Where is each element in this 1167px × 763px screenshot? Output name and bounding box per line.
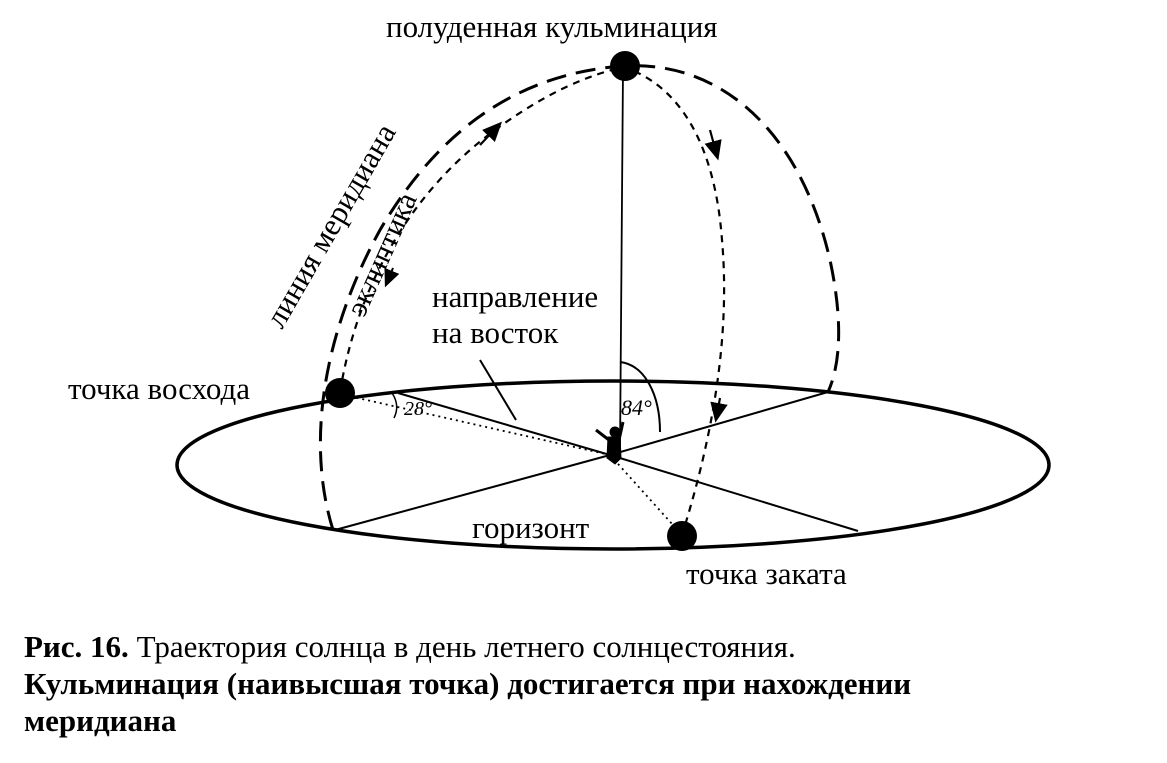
ecliptic-arrow-down-1 (704, 129, 722, 161)
culmination-label: полуденная кульминация (386, 9, 718, 44)
figure-number: Рис. 16. (24, 629, 129, 664)
altitude-angle-arc (619, 361, 661, 433)
caption-line-1: Траектория солнца в день летнего солнцес… (128, 629, 796, 664)
horizon-label: горизонт (472, 510, 590, 545)
east-direction-label-line2: на восток (432, 315, 559, 350)
observer-figure (595, 421, 625, 465)
sunset-sun (667, 521, 697, 551)
zenith-line (619, 69, 624, 453)
radial-line-se (609, 454, 859, 532)
sunrise-angle-label: 28° (404, 398, 432, 420)
sunrise-angle-arc (391, 392, 398, 419)
caption-line-2: Кульминация (наивысшая точка) достигаетс… (24, 666, 912, 701)
horizon-ellipse (175, 379, 1051, 551)
observer-dotted-lines (339, 393, 683, 536)
sunset-point-label: точка заката (686, 556, 847, 591)
ecliptic-arrow-down-2 (710, 397, 728, 423)
culmination-sun (610, 51, 640, 81)
radial-line-ne (609, 391, 829, 456)
sunrise-point-label: точка восхода (68, 371, 250, 406)
meridian-arc (318, 64, 841, 531)
ecliptic-arrow-mid (384, 267, 400, 288)
caption-line-3: меридиана (24, 703, 177, 738)
horizon-radial-lines (334, 391, 859, 532)
ecliptic-arrow-up (479, 121, 503, 146)
east-direction-label-line1: направление (432, 279, 598, 314)
radial-line-sw (334, 454, 611, 531)
figure-caption: Рис. 16. Траектория солнца в день летнег… (24, 628, 1154, 739)
east-direction-pointer (479, 359, 517, 421)
radial-line-nw (397, 392, 611, 456)
sunrise-sun (325, 378, 355, 408)
altitude-angle-label: 84° (621, 395, 652, 420)
